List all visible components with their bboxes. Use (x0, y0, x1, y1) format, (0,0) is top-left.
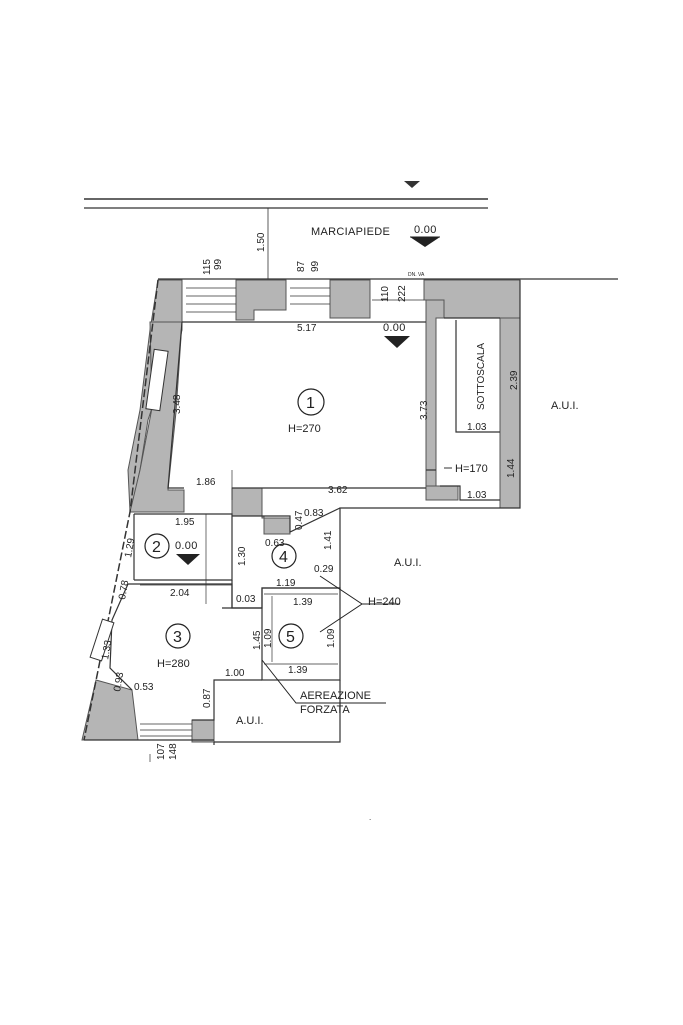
dim-141: 1.41 (323, 530, 334, 550)
dim-053: 0.53 (134, 682, 154, 693)
room-2: 2 0.00 (144, 533, 200, 565)
dim-087: 0.87 (202, 688, 213, 708)
dim-239: 2.39 (509, 370, 520, 390)
dimension-labels: 115 99 87 99 110 222 5.17 3.48 3.73 2.39… (100, 258, 520, 760)
forzata-label: FORZATA (300, 704, 350, 716)
dim-348: 3.48 (172, 394, 183, 414)
dim-144: 1.44 (506, 458, 517, 478)
room-4: 4 (271, 543, 297, 569)
dim-517: 5.17 (297, 323, 317, 334)
aui-right-label: A.U.I. (551, 400, 579, 412)
dim-103a: 1.03 (467, 422, 487, 433)
stray-mark: . (369, 813, 371, 822)
dim-109a: 1.09 (263, 628, 274, 648)
room-3: 3 H=280 (157, 623, 191, 670)
dim-99b: 99 (310, 260, 321, 272)
windows (89, 348, 169, 662)
room-1-level: 0.00 (383, 322, 406, 334)
dim-87: 87 (296, 260, 307, 272)
dim-139a: 1.39 (293, 597, 313, 608)
dim-148: 148 (168, 743, 179, 760)
dim-119: 1.19 (276, 578, 296, 589)
dim-362: 3.62 (328, 485, 348, 496)
aui-bottom-label: A.U.I. (236, 715, 264, 727)
dim-107: 107 (156, 743, 167, 760)
dim-029: 0.29 (314, 564, 334, 575)
street-label: MARCIAPIEDE (311, 226, 390, 238)
h240-pointer (319, 575, 363, 633)
entrance-steps (140, 287, 424, 737)
room-1: 1 H=270 0.00 (288, 322, 410, 435)
dim-103b: 1.03 (467, 490, 487, 501)
room-1-number: 1 (306, 395, 315, 412)
dim-083: 0.83 (304, 508, 324, 519)
dim-130: 1.30 (237, 546, 248, 566)
h170-label: H=170 (455, 463, 488, 475)
room-4-number: 4 (279, 549, 288, 566)
room-5: 5 (278, 623, 304, 649)
dim-99a: 99 (213, 258, 224, 270)
dim-109b: 1.09 (326, 628, 337, 648)
aereazione-pointer (261, 659, 386, 704)
room-5-number: 5 (286, 629, 295, 646)
dim-139b: 1.39 (288, 665, 308, 676)
dim-145: 1.45 (252, 630, 263, 650)
aui-mid-label: A.U.I. (394, 557, 422, 569)
room-1-height: H=270 (288, 423, 321, 435)
dim-204: 2.04 (170, 588, 190, 599)
dim-047: 0.47 (294, 510, 305, 530)
street-offset: 1.50 (256, 232, 267, 252)
wall-outlines (83, 279, 521, 745)
sottoscala-label: SOTTOSCALA (476, 343, 487, 410)
dim-186: 1.86 (196, 477, 216, 488)
dim-129: 1.29 (123, 537, 137, 559)
dim-115: 115 (202, 259, 213, 275)
room-3-height: H=280 (157, 658, 190, 670)
level-marker-street (410, 237, 440, 247)
aereazione-label: AEREAZIONE (300, 690, 371, 702)
dim-063: 0.63 (265, 538, 285, 549)
dim-133: 1.33 (100, 639, 114, 661)
room-2-number: 2 (152, 539, 161, 556)
dim-078: 0.78 (117, 579, 131, 601)
room-2-level: 0.00 (175, 540, 198, 552)
street-level: 0.00 (414, 224, 437, 236)
dim-110: 110 (380, 286, 391, 302)
room-3-number: 3 (173, 629, 182, 646)
dimension-lines (140, 470, 338, 762)
tiny-note: DN. VA (408, 272, 425, 278)
dim-100: 1.00 (225, 668, 245, 679)
level-marker-room1 (384, 336, 410, 348)
dim-222: 222 (397, 285, 408, 302)
dim-093: 0.93 (112, 671, 126, 693)
dim-195: 1.95 (175, 517, 195, 528)
dim-373: 3.73 (419, 400, 430, 420)
dim-003: 0.03 (236, 594, 256, 605)
street-lines (84, 181, 618, 280)
h240-label: H=240 (368, 596, 401, 608)
level-marker-room2 (176, 554, 200, 565)
